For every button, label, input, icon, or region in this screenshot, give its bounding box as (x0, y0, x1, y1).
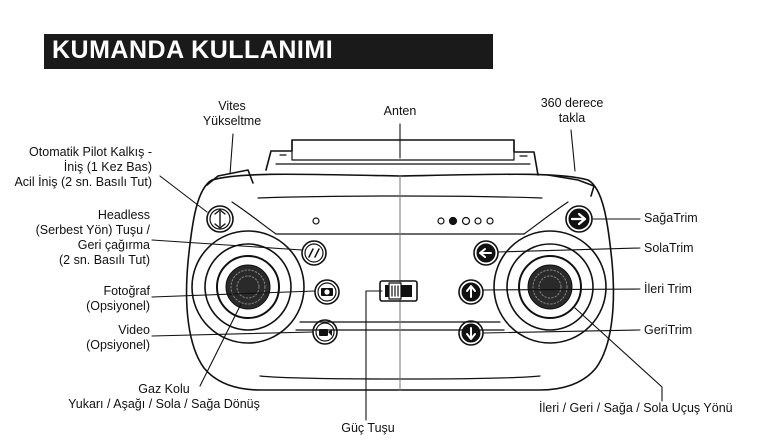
geritrim-label: GeriTrim (644, 323, 693, 337)
otopilot-label: Otomatik Pilot Kalkış - İniş (1 Kez Bas)… (14, 145, 152, 189)
gaz-label: Gaz Kolu Yukarı / Aşağı / Sola / Sağa Dö… (68, 382, 260, 411)
guc-label: Güç Tuşu (341, 421, 395, 435)
direction-joystick (493, 230, 607, 344)
indicator-leds (312, 216, 494, 226)
vites-label: Vites Yükseltme (202, 99, 262, 128)
photo-button (314, 279, 340, 305)
ileritrim-label: İleri Trim (644, 282, 692, 296)
headless-label: Headless (Serbest Yön) Tuşu / Geri çağır… (35, 208, 150, 267)
antenna (265, 139, 539, 176)
title-banner: KUMANDA KULLANIMI (44, 34, 493, 69)
leader-lines (151, 123, 663, 421)
solatrim-button (473, 240, 499, 266)
takla-label: 360 derece takla (540, 96, 604, 125)
video-label: Video (Opsiyonel) (86, 323, 150, 352)
autopilot-button (206, 205, 234, 233)
yon-label: İleri / Geri / Sağa / Sola Uçuş Yönü (539, 401, 733, 415)
power-switch (379, 280, 418, 302)
foto-label: Fotoğraf (Opsiyonel) (86, 284, 150, 313)
geritrim-button (458, 320, 484, 346)
headless-button (301, 240, 327, 266)
page-title: KUMANDA KULLANIMI (52, 36, 334, 64)
throttle-joystick (191, 230, 305, 344)
sagatrim-label: SağaTrim (644, 211, 698, 225)
ileritrim-button (458, 279, 484, 305)
solatrim-label: SolaTrim (644, 241, 694, 255)
takla-shoulder-button (547, 174, 595, 197)
sagatrim-button (565, 205, 593, 233)
video-button (312, 319, 338, 345)
anten-label: Anten (383, 104, 417, 118)
